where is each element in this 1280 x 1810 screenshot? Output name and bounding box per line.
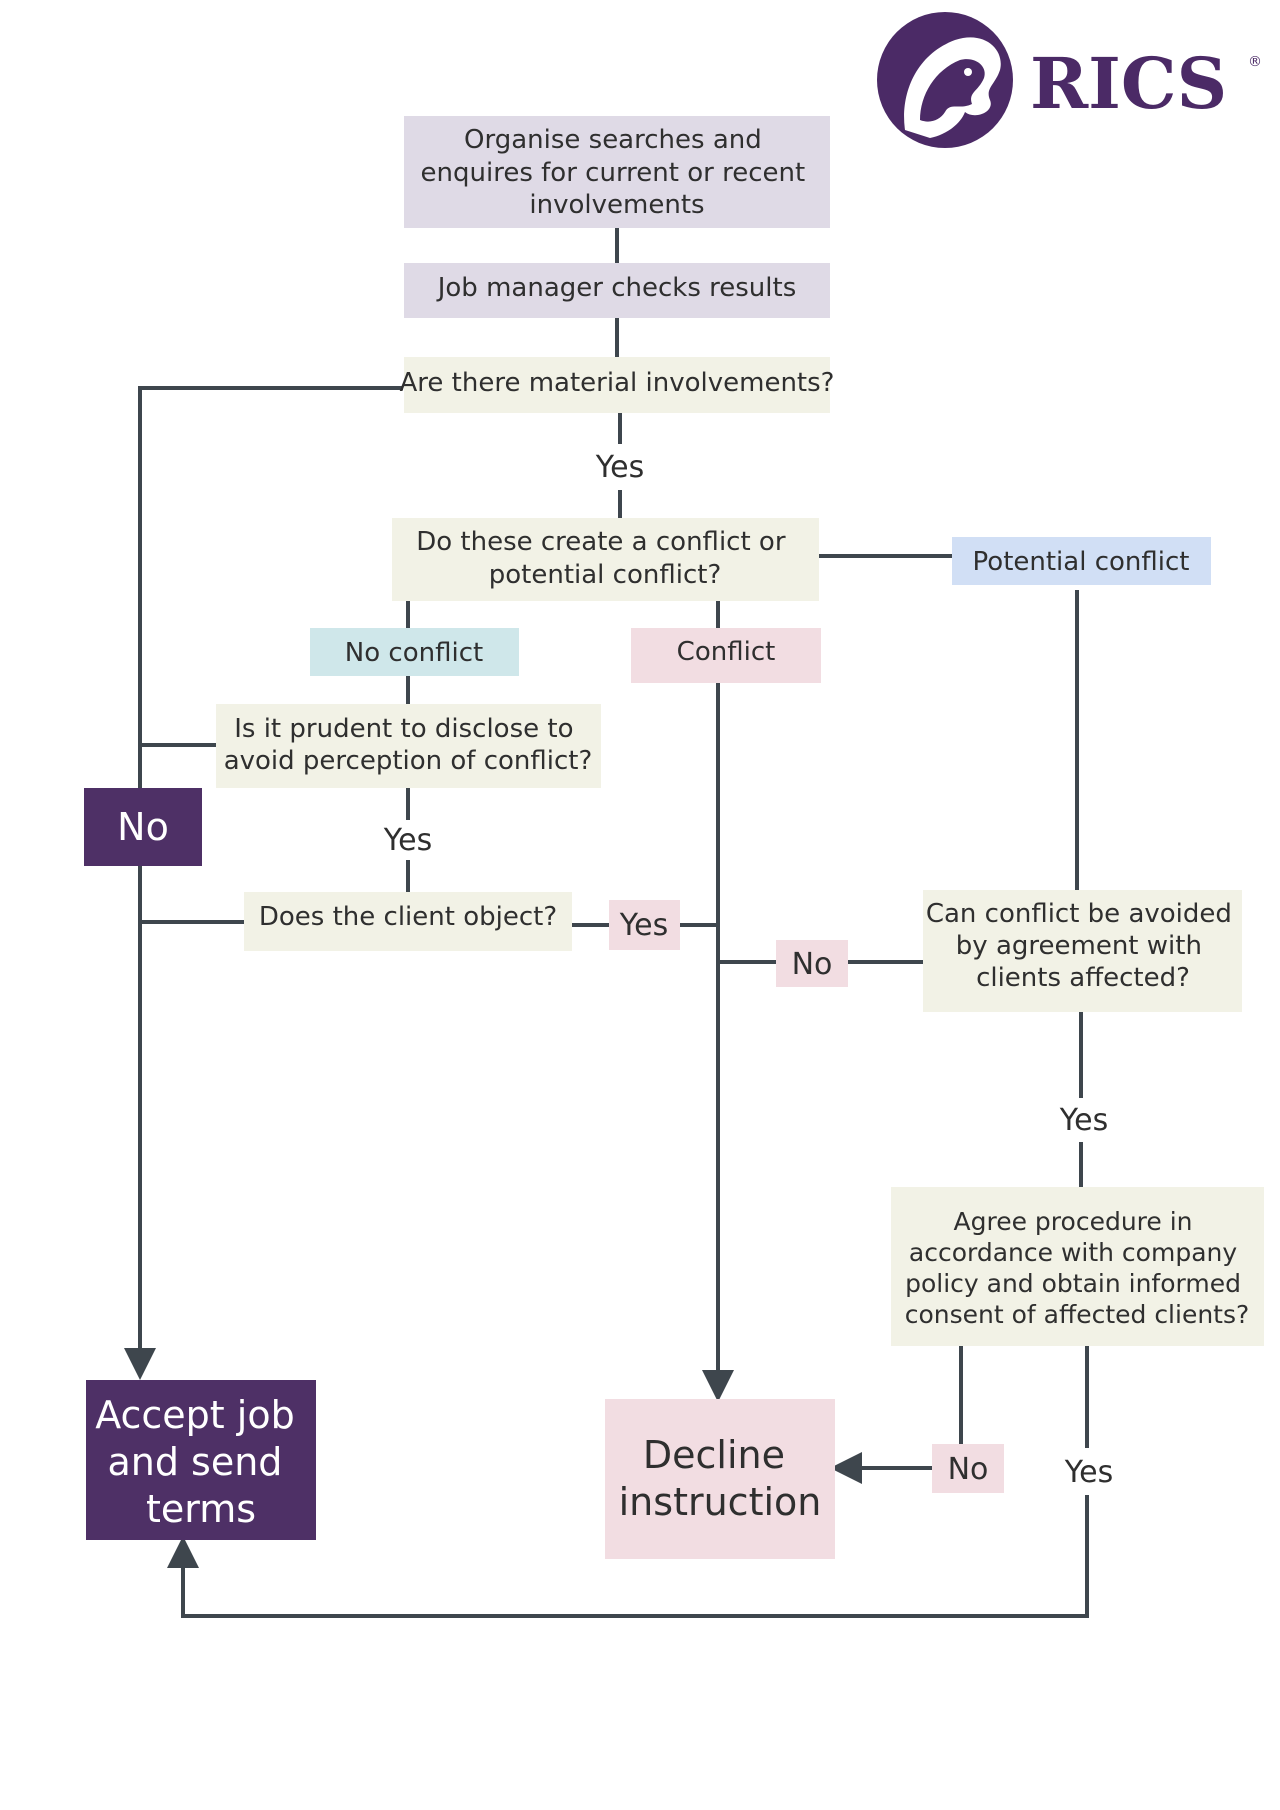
node-line: and send — [107, 1440, 282, 1484]
node-line: No conflict — [345, 638, 483, 668]
node-line: Accept job — [95, 1393, 295, 1437]
badge-no: No — [84, 788, 202, 866]
connectors — [124, 228, 1089, 1618]
label-no-agree: No — [948, 1452, 989, 1487]
badge-no-agree: No — [932, 1444, 1004, 1493]
label-no-avoid: No — [792, 947, 833, 982]
node-line: Is it prudent to disclose to — [234, 714, 573, 744]
node-job-manager-checks: Job manager checks results — [404, 263, 830, 318]
logo-text: RICS — [1030, 42, 1227, 125]
svg-text:Job manager checks results: Job manager checks results — [436, 273, 797, 303]
node-prudent-disclose: Is it prudent to disclose to avoid perce… — [216, 704, 601, 788]
svg-text:No conflict: No conflict — [345, 638, 483, 668]
svg-text:Conflict: Conflict — [677, 637, 776, 667]
svg-text:Decline instruction: Decline instruction — [619, 1433, 822, 1524]
svg-text:Accept job and send: Accept job and send terms — [95, 1393, 307, 1531]
node-line: potential conflict? — [489, 560, 722, 590]
node-line: policy and obtain informed — [905, 1269, 1241, 1298]
node-line: Agree procedure in — [954, 1207, 1193, 1236]
svg-text:Can conflict be avoided: Can conflict be avoided by agreement wit… — [926, 899, 1240, 993]
badge-yes-object: Yes — [609, 900, 680, 950]
label-yes-material: Yes — [595, 450, 644, 485]
svg-text:Do these create a conflict or: Do these create a conflict or potential … — [416, 527, 794, 590]
node-no-conflict: No conflict — [310, 628, 519, 676]
node-agree-procedure: Agree procedure in accordance with compa… — [891, 1187, 1264, 1346]
node-line: avoid perception of conflict? — [224, 746, 593, 776]
node-line: clients affected? — [976, 963, 1190, 993]
node-line: Does the client object? — [259, 902, 557, 932]
node-avoid-agreement: Can conflict be avoided by agreement wit… — [923, 890, 1242, 1012]
node-conflict: Conflict — [631, 628, 821, 683]
label-no-big: No — [117, 805, 169, 849]
node-line: involvements — [529, 190, 704, 220]
svg-text:Agree procedure in accor: Agree procedure in accordance with compa… — [905, 1207, 1250, 1329]
node-line: Decline — [643, 1433, 785, 1477]
node-line: enquires for current or recent — [421, 158, 806, 188]
node-line: Potential conflict — [973, 547, 1190, 577]
node-line: Organise searches and — [464, 125, 762, 155]
node-client-object: Does the client object? — [244, 892, 572, 951]
node-line: Do these create a conflict or — [416, 527, 786, 557]
badge-no-avoid: No — [776, 940, 848, 987]
node-line: terms — [146, 1487, 256, 1531]
node-line: Conflict — [677, 637, 776, 667]
rics-logo: RICS ® — [877, 12, 1262, 148]
node-line: by agreement with — [956, 931, 1202, 961]
svg-text:Are there material involvement: Are there material involvements? — [400, 368, 835, 398]
node-material-involvements: Are there material involvements? — [400, 357, 835, 413]
node-potential-conflict: Potential conflict — [952, 537, 1211, 585]
logo-registered-mark: ® — [1248, 54, 1262, 70]
node-organise-searches: Organise searches and enquires for curre… — [404, 116, 830, 228]
label-yes-prudent: Yes — [383, 823, 432, 858]
svg-text:Does the client object?: Does the client object? — [259, 902, 557, 932]
node-line: consent of affected clients? — [905, 1300, 1250, 1329]
node-line: Can conflict be avoided — [926, 899, 1232, 929]
node-accept-job: Accept job and send terms — [86, 1380, 316, 1540]
node-line: accordance with company — [909, 1238, 1237, 1267]
node-line: Job manager checks results — [436, 273, 797, 303]
label-yes-object: Yes — [619, 908, 668, 943]
node-line: instruction — [619, 1480, 822, 1524]
node-decline-instruction: Decline instruction — [605, 1399, 835, 1559]
node-line: Are there material involvements? — [400, 368, 835, 398]
svg-text:Is it prudent to disclose to: Is it prudent to disclose to avoid perce… — [224, 714, 593, 776]
lion-head-icon — [877, 12, 1013, 148]
label-yes-agree: Yes — [1064, 1455, 1113, 1490]
svg-text:Potential conflict: Potential conflict — [973, 547, 1190, 577]
node-create-conflict: Do these create a conflict or potential … — [392, 518, 819, 601]
svg-text:Organise searches and en: Organise searches and enquires for curre… — [421, 125, 814, 220]
label-yes-avoid: Yes — [1059, 1103, 1108, 1138]
